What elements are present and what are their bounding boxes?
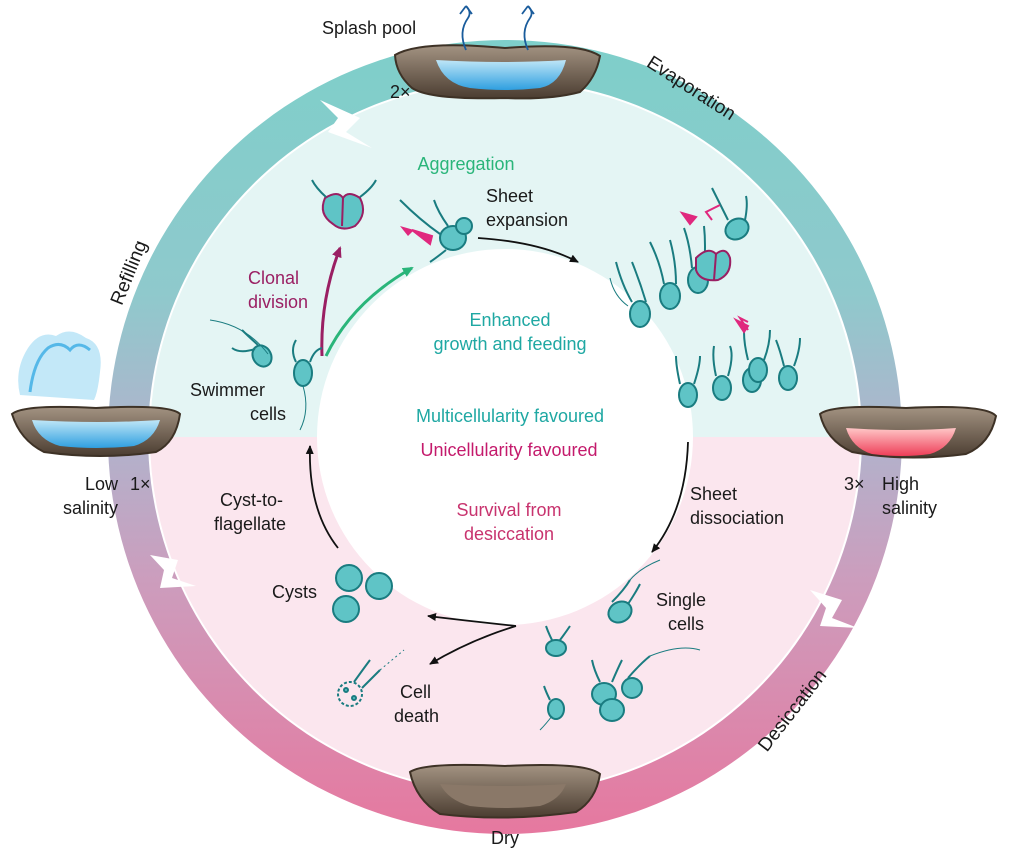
center-hole [317,249,693,625]
low-label-line2: salinity [62,498,118,518]
high-salinity-label: High salinity [882,472,937,520]
single-cells-line1: Single [656,590,707,610]
rock-pool-icon [393,5,602,100]
clonal-division-line2: division [248,292,309,312]
desiccation-break [810,590,858,628]
swimmer-cells-line1: Swimmer [190,380,265,400]
lowsal-break [150,555,196,588]
rock-pool-brine-icon [818,405,998,459]
survival-label: Survival from desiccation [456,498,561,546]
cell-death-line2: death [394,706,440,726]
enhanced-growth-label: Enhanced growth and feeding [433,308,586,356]
arrow-clonal-division [320,246,342,357]
swimmer-cell [292,339,323,431]
dividing-sheet-cell [695,249,732,282]
enhanced-growth-line1: Enhanced [469,310,551,330]
cysts-label: Cysts [272,582,317,602]
low-label-line1: Low [84,474,118,494]
splash-multiplier: 2× [390,82,411,102]
survival-line1: Survival from [456,500,562,520]
splash-pool-label: Splash pool [322,18,417,38]
swimmer-cells-line2: cells [250,404,287,424]
sheet-expansion-line2: expansion [486,210,569,230]
dry-rock-pool-icon [408,763,602,819]
high-multiplier: 3× [844,474,865,494]
single-cells [539,559,701,731]
low-salinity-label: Low salinity [63,472,118,520]
swimmer-cell-2 [209,319,273,368]
arrow-cyst-to-flagellate [305,445,339,549]
dying-cell [337,649,405,707]
arrow-to-sheet-expansion [477,237,579,263]
aggregation-label: Aggregation [417,154,515,174]
high-label-line1: High [882,474,920,494]
lower-sheet-cells [675,315,801,408]
cell-death-line1: Cell [400,682,432,702]
inner-disc [150,82,860,792]
organisms [209,179,801,731]
clonal-division-line1: Clonal [248,268,300,288]
rock-pool-wave-icon [10,331,182,457]
aggregating-cells [399,199,473,263]
sheet-dissociation-label: Sheet dissociation [690,482,784,530]
survival-line2: desiccation [463,524,555,544]
cysts [332,564,393,623]
cyst-to-flagellate-line2: flagellate [214,514,287,534]
enhanced-growth-line2: growth and feeding [433,334,587,354]
dry-label: Dry [491,828,519,848]
sheet-expansion-line1: Sheet [486,186,534,206]
multicellularity-label: Multicellularity favoured [415,406,605,426]
clonal-division-label: Clonal division [248,266,308,314]
arrow-to-cysts [427,613,517,627]
clonal-cell [311,179,377,230]
single-cells-label: Single cells [656,588,706,636]
arrow-to-cell-death [429,625,517,665]
cyst-to-flagellate-label: Cyst-to- flagellate [214,488,286,536]
swimmer-cells-label: Swimmer cells [190,378,286,426]
sheet-dissociation-line2: dissociation [690,508,785,528]
arrow-sheet-dissociation [651,441,689,553]
cell-death-label: Cell death [394,680,439,728]
low-multiplier: 1× [130,474,151,494]
single-cells-line2: cells [668,614,705,634]
cyst-to-flagellate-line1: Cyst-to- [220,490,283,510]
sheet-expansion-label: Sheet expansion [486,184,568,232]
unicellularity-label: Unicellularity favoured [420,440,598,460]
cycle-arrows [305,237,689,665]
sheet-dissociation-line1: Sheet [690,484,738,504]
upper-right-cell [679,187,750,241]
arrow-aggregation [324,266,414,357]
refill-break [320,100,372,148]
high-label-line2: salinity [882,498,938,518]
outer-ring [107,40,902,835]
